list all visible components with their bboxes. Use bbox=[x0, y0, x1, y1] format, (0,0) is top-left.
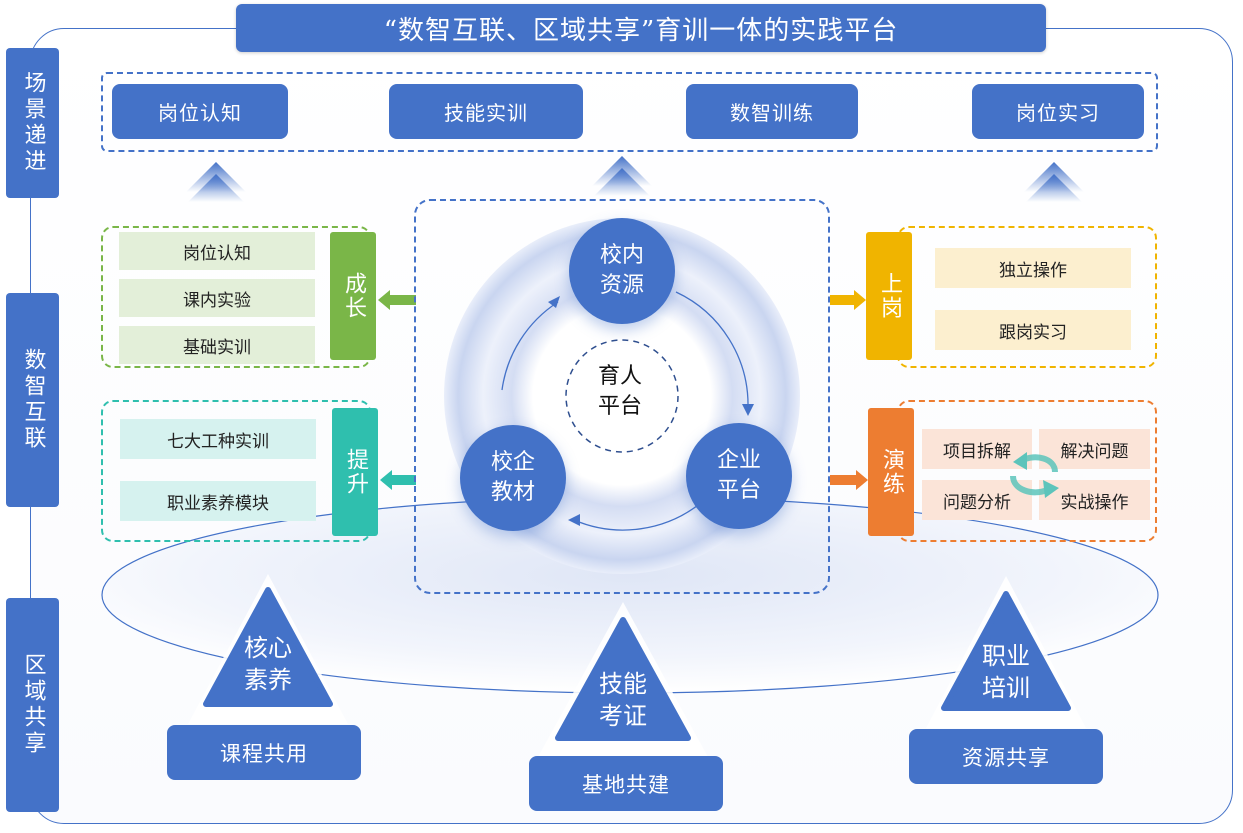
arrow-left-icon bbox=[380, 470, 416, 490]
up-chevron-icon bbox=[1024, 162, 1084, 202]
scene-internship: 岗位实习 bbox=[972, 84, 1144, 139]
scene-job-awareness: 岗位认知 bbox=[112, 84, 288, 139]
arrow-right-icon bbox=[830, 470, 868, 490]
pillar-label: 职业 培训 bbox=[982, 642, 1030, 702]
pillar-triangle bbox=[188, 574, 348, 724]
pillar-triangle bbox=[926, 576, 1086, 728]
node-school-enterprise-textbooks: 校企 教材 bbox=[460, 425, 566, 531]
side-tab-digital-interconnect: 数智互联 bbox=[6, 293, 59, 507]
node-enterprise-platform: 企业 平台 bbox=[686, 423, 792, 529]
onjob-item: 独立操作 bbox=[935, 248, 1131, 288]
growth-item: 基础实训 bbox=[119, 326, 315, 364]
pillar-button-course-sharing: 课程共用 bbox=[167, 725, 361, 780]
page-title: “数智互联、区域共享”育训一体的实践平台 bbox=[236, 4, 1046, 52]
side-tab-scene-progression: 场景递进 bbox=[6, 48, 59, 198]
growth-item: 课内实验 bbox=[119, 279, 315, 317]
onjob-tag: 上岗 bbox=[866, 232, 912, 360]
node-school-resources: 校内 资源 bbox=[569, 218, 675, 324]
drill-item: 实战操作 bbox=[1039, 480, 1150, 520]
pillar-button-base-building: 基地共建 bbox=[529, 756, 723, 811]
education-platform-box bbox=[414, 199, 830, 594]
scene-digital-training: 数智训练 bbox=[686, 84, 858, 139]
pillar-label: 技能 考证 bbox=[599, 670, 647, 730]
side-tab-regional-sharing: 区域共享 bbox=[6, 598, 59, 812]
improve-item: 职业素养模块 bbox=[120, 481, 316, 521]
drill-item: 解决问题 bbox=[1039, 429, 1150, 469]
up-chevron-icon bbox=[592, 156, 652, 196]
drill-tag: 演练 bbox=[868, 408, 914, 536]
improve-tag: 提升 bbox=[332, 408, 378, 536]
growth-item: 岗位认知 bbox=[119, 232, 315, 270]
pillar-triangle bbox=[538, 602, 708, 757]
scene-skill-training: 技能实训 bbox=[389, 84, 583, 139]
core-label: 育人 平台 bbox=[597, 364, 642, 419]
arrow-left-icon bbox=[378, 290, 416, 310]
pillar-button-resource-sharing: 资源共享 bbox=[909, 729, 1103, 784]
cycle-arrows-icon bbox=[1010, 452, 1059, 498]
onjob-item: 跟岗实习 bbox=[935, 310, 1131, 350]
pillar-label: 核心 素养 bbox=[244, 634, 292, 694]
improve-item: 七大工种实训 bbox=[120, 419, 316, 459]
scene-row bbox=[101, 72, 1158, 152]
up-chevron-icon bbox=[186, 162, 246, 202]
growth-tag: 成长 bbox=[330, 232, 376, 360]
arrow-right-icon bbox=[830, 290, 866, 310]
